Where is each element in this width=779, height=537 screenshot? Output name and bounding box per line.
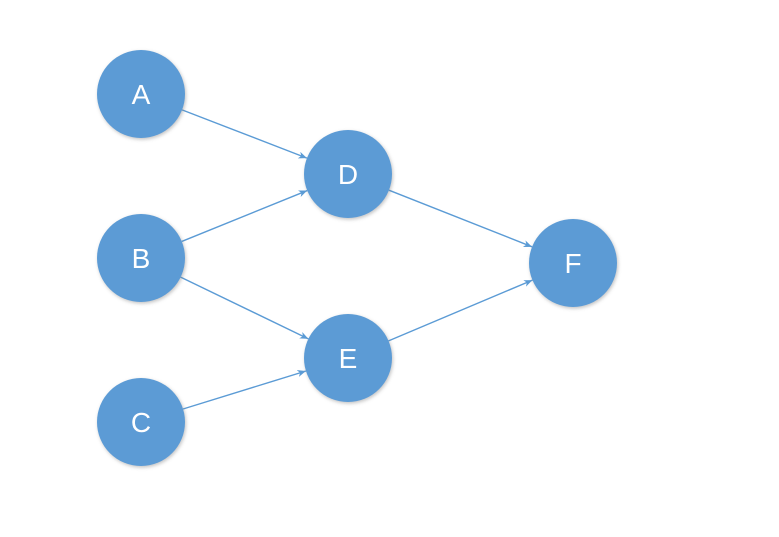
edge-layer — [180, 109, 533, 410]
node-f-circle[interactable] — [529, 219, 617, 307]
node-a[interactable]: A — [97, 50, 185, 138]
node-b-circle[interactable] — [97, 214, 185, 302]
node-e[interactable]: E — [304, 314, 392, 402]
edge-d-to-f[interactable] — [388, 189, 533, 248]
node-c-circle[interactable] — [97, 378, 185, 466]
node-b[interactable]: B — [97, 214, 185, 302]
node-e-circle[interactable] — [304, 314, 392, 402]
node-a-circle[interactable] — [97, 50, 185, 138]
node-layer: ABC D E F — [97, 50, 617, 466]
edge-e-to-f[interactable] — [388, 279, 533, 342]
node-d[interactable]: D — [304, 130, 392, 218]
edge-b-to-e[interactable] — [180, 276, 309, 340]
node-f[interactable]: F — [529, 219, 617, 307]
node-d-circle[interactable] — [304, 130, 392, 218]
edge-c-to-e[interactable] — [182, 370, 307, 410]
node-c[interactable]: C — [97, 378, 185, 466]
edge-b-to-d[interactable] — [181, 189, 308, 243]
edge-a-to-d[interactable] — [181, 109, 308, 159]
